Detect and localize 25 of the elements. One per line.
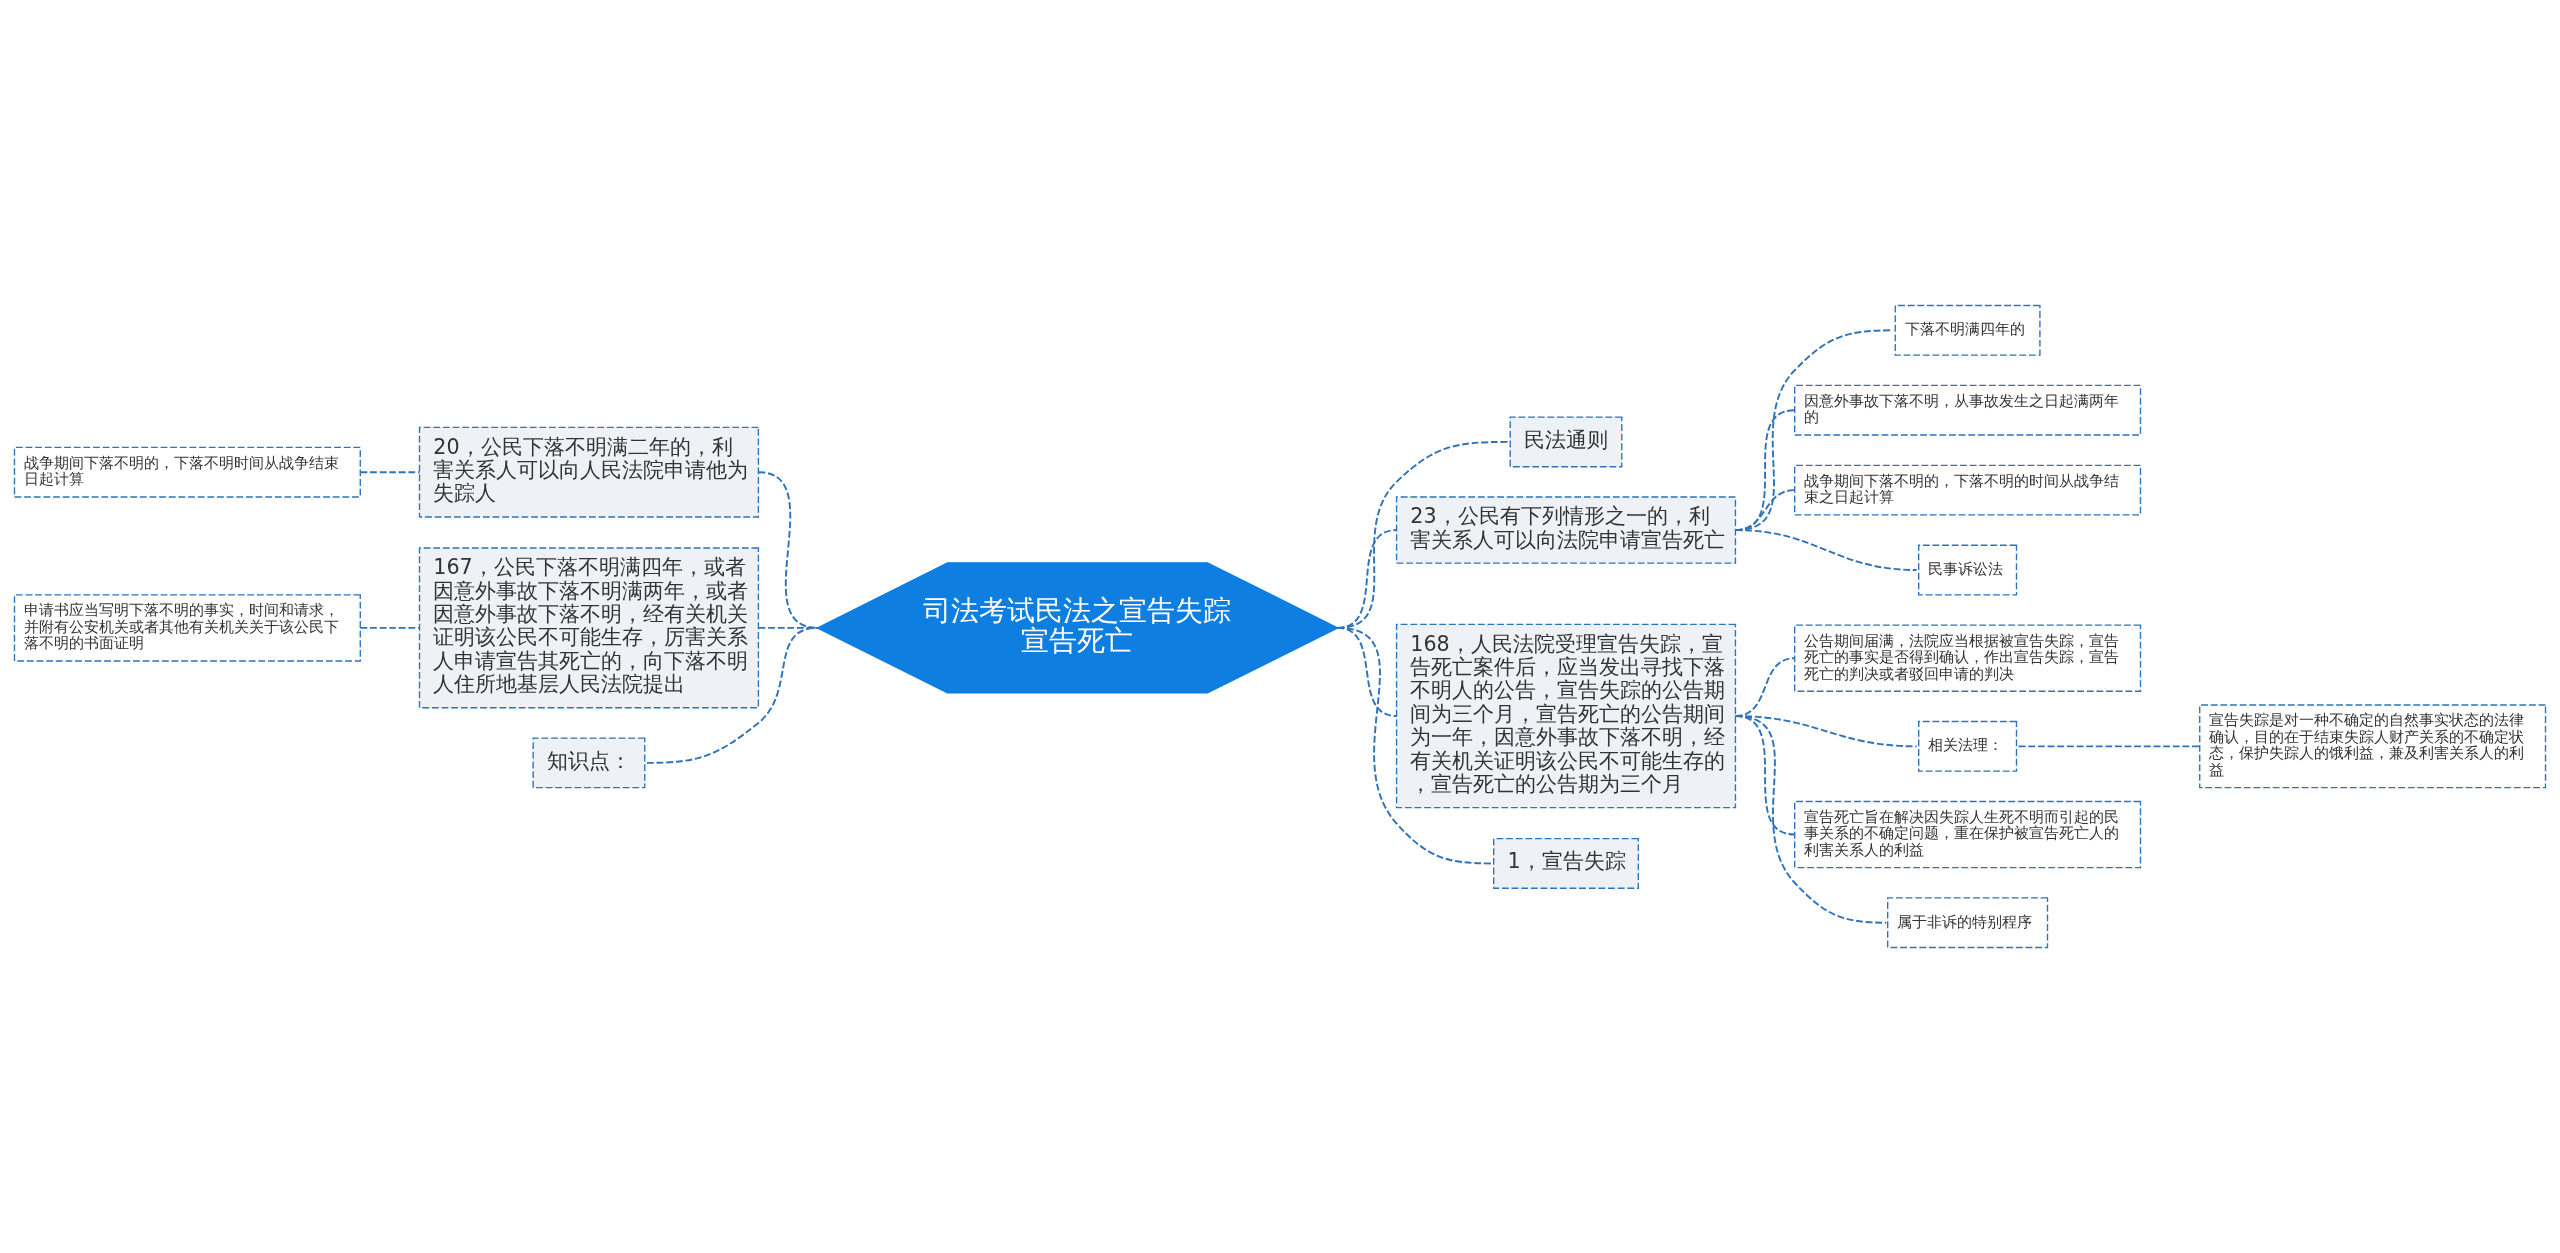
node-box: 战争期间下落不明的，下落不明时间从战争结束日起计算	[13, 446, 361, 498]
node-box: 1，宣告失踪	[1493, 837, 1640, 889]
node-box: 宣告失踪是对一种不确定的自然事实状态的法律确认，目的在于结束失踪人财产关系的不确定状态，保护失踪人的饿利益，兼及利害关系人的利益	[2199, 704, 2547, 789]
node-box: 知识点：	[532, 737, 646, 789]
node-box: 因意外事故下落不明，从事故发生之日起满两年的	[1794, 384, 2142, 436]
node-box: 167，公民下落不明满四年，或者因意外事故下落不明满两年，或者因意外事故下落不明，经有关机关证明该公民不可能生存，厉害关系人申请宣告其死亡的，向下落不明人住所地基层人民法院提出	[418, 547, 760, 709]
node-box: 民事诉讼法	[1918, 544, 2018, 596]
node-box: 20，公民下落不明满二年的，利害关系人可以向人民法院申请他为失踪人	[418, 426, 760, 518]
node-box: 申请书应当写明下落不明的事实，时间和请求，并附有公安机关或者其他有关机关关于该公民下落不明的书面证明	[13, 594, 361, 662]
connector	[2017, 745, 2201, 748]
node-box: 属于非诉的特别程序	[1887, 897, 2049, 949]
connector	[645, 626, 819, 764]
node-box: 民法通则	[1509, 416, 1623, 468]
connector	[359, 626, 421, 629]
connector	[359, 471, 421, 474]
node-box: 战争期间下落不明的，下落不明的时间从战争结束之日起计算	[1794, 464, 2142, 516]
connector	[1734, 529, 1918, 571]
node-box: 宣告死亡旨在解决因失踪人生死不明而引起的民事关系的不确定问题，重在保护被宣告死亡人的利害关系人的利益	[1794, 800, 2142, 869]
node-box: 公告期间届满，法院应当根据被宣告失踪，宣告死亡的事实是否得到确认，作出宣告失踪，宣告死亡的判决或者驳回申请的判决	[1794, 624, 2142, 692]
node-box: 相关法理：	[1918, 720, 2018, 772]
node-box: 23，公民有下列情形之一的，利害关系人可以向法院申请宣告死亡	[1395, 496, 1737, 564]
connector	[1336, 626, 1493, 865]
node-box: 下落不明满四年的	[1894, 304, 2041, 356]
node-box: 168，人民法院受理宣告失踪，宣告死亡案件后，应当发出寻找下落不明人的公告，宣告失踪的公告期间为三个月，宣告死亡的公告期间为一年，因意外事故下落不明，经有关机关证明该公民不可能生存的，宣告死亡的公告期为三个月	[1395, 623, 1737, 809]
connector	[1734, 715, 1888, 924]
